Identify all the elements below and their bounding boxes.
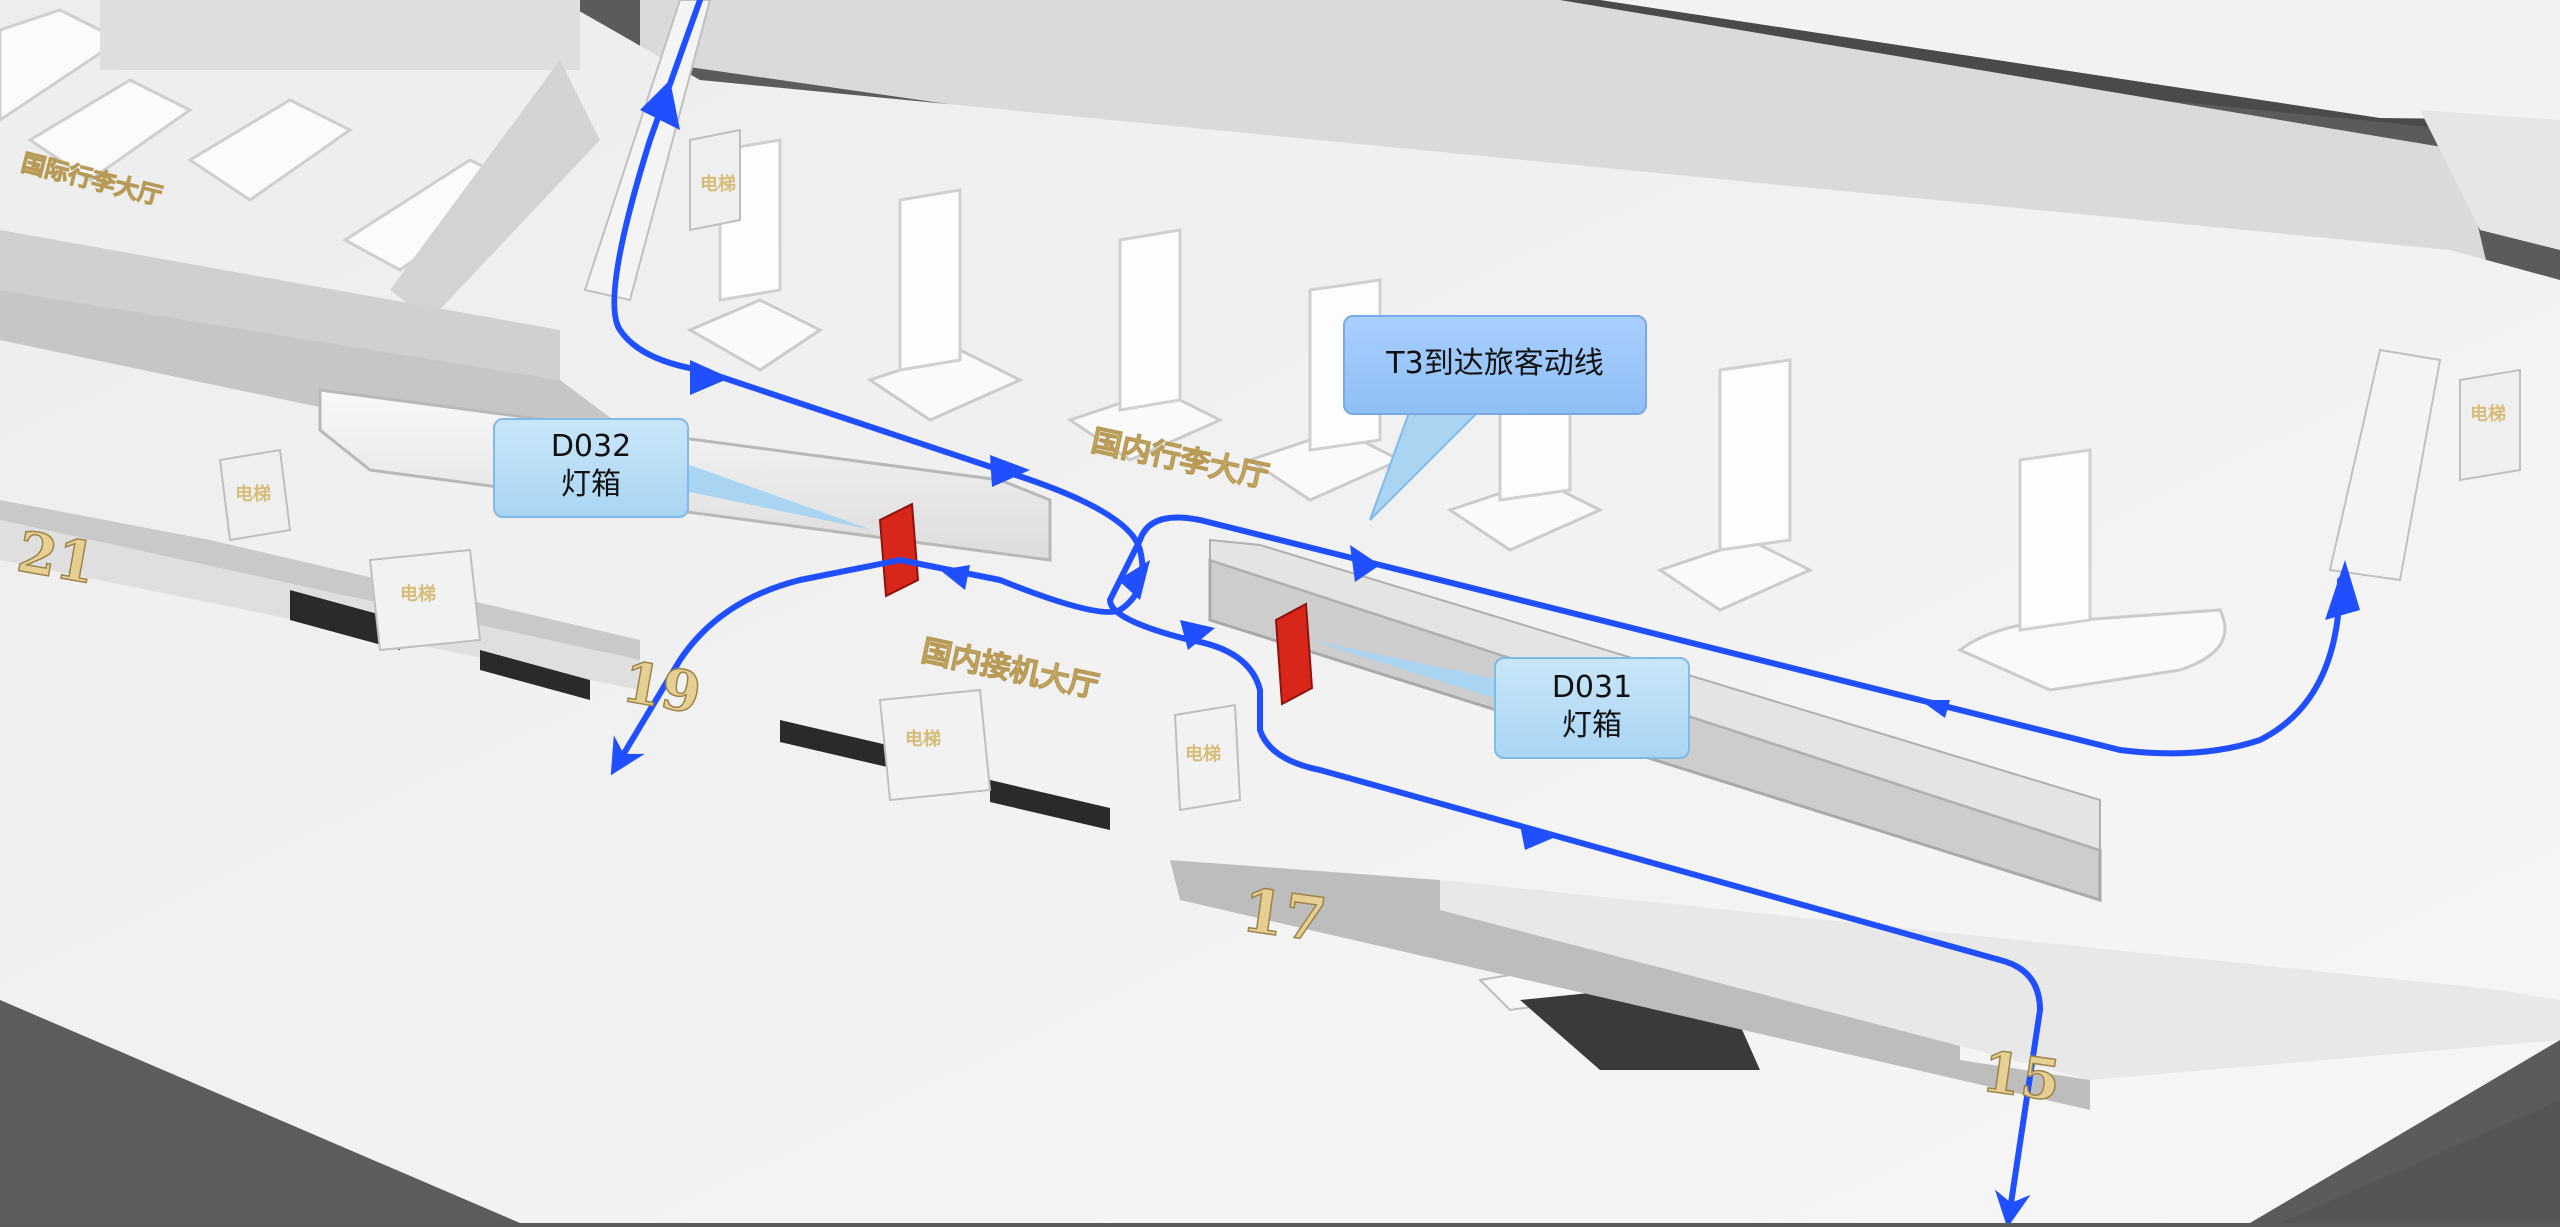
elevator-label: 电梯	[905, 728, 941, 750]
route-lines	[610, 0, 2343, 1227]
gate-number: 17	[1238, 876, 1330, 957]
route-callout-text: T3到达旅客动线	[1386, 346, 1604, 381]
elevator-label: 电梯	[235, 483, 271, 505]
intl-baggage-belts	[0, 0, 600, 320]
lightbox-marker-icon	[878, 502, 1314, 706]
elevator-label: 电梯	[400, 583, 436, 605]
d031-pointer	[1310, 640, 1500, 700]
d032-type: 灯箱	[561, 466, 621, 502]
route-callout: T3到达旅客动线	[1343, 315, 1647, 415]
d031-code: D031	[1551, 670, 1633, 705]
gate-number: 19	[618, 649, 706, 728]
elevator-label: 电梯	[1185, 743, 1221, 765]
route-arrow-icon	[640, 80, 2360, 850]
d032-code: D032	[550, 429, 632, 464]
route-line	[1107, 514, 2343, 1227]
gate-number: 21	[13, 519, 101, 598]
left-wall	[0, 230, 560, 380]
gate-wall	[1170, 860, 2090, 1110]
d031-type: 灯箱	[1562, 707, 1622, 743]
elevator-label: 电梯	[2470, 403, 2506, 425]
d032-callout: D032 灯箱	[493, 418, 689, 518]
elevator-label: 电梯	[700, 173, 736, 195]
d031-callout: D031 灯箱	[1494, 657, 1690, 759]
gate-number: 15	[1978, 1039, 2064, 1115]
d032-pointer	[680, 465, 872, 530]
elevator-icon	[218, 128, 2521, 812]
